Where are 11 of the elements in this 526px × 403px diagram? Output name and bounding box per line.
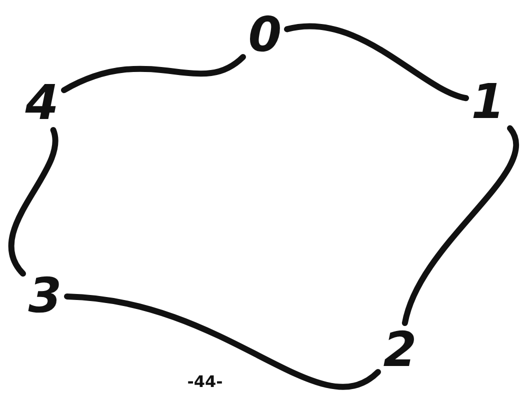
wavy-line [402, 125, 519, 326]
wavy-line [284, 23, 469, 102]
number-label: 2 [380, 325, 420, 375]
number-label: 0 [245, 10, 285, 60]
number-label: 3 [25, 271, 65, 321]
number-label: 4 [22, 78, 62, 128]
number-label: 1 [468, 77, 508, 127]
wavy-line [61, 54, 246, 94]
wavy-line [8, 127, 58, 277]
page-number: -44- [186, 372, 224, 391]
wavy-line [64, 293, 381, 390]
